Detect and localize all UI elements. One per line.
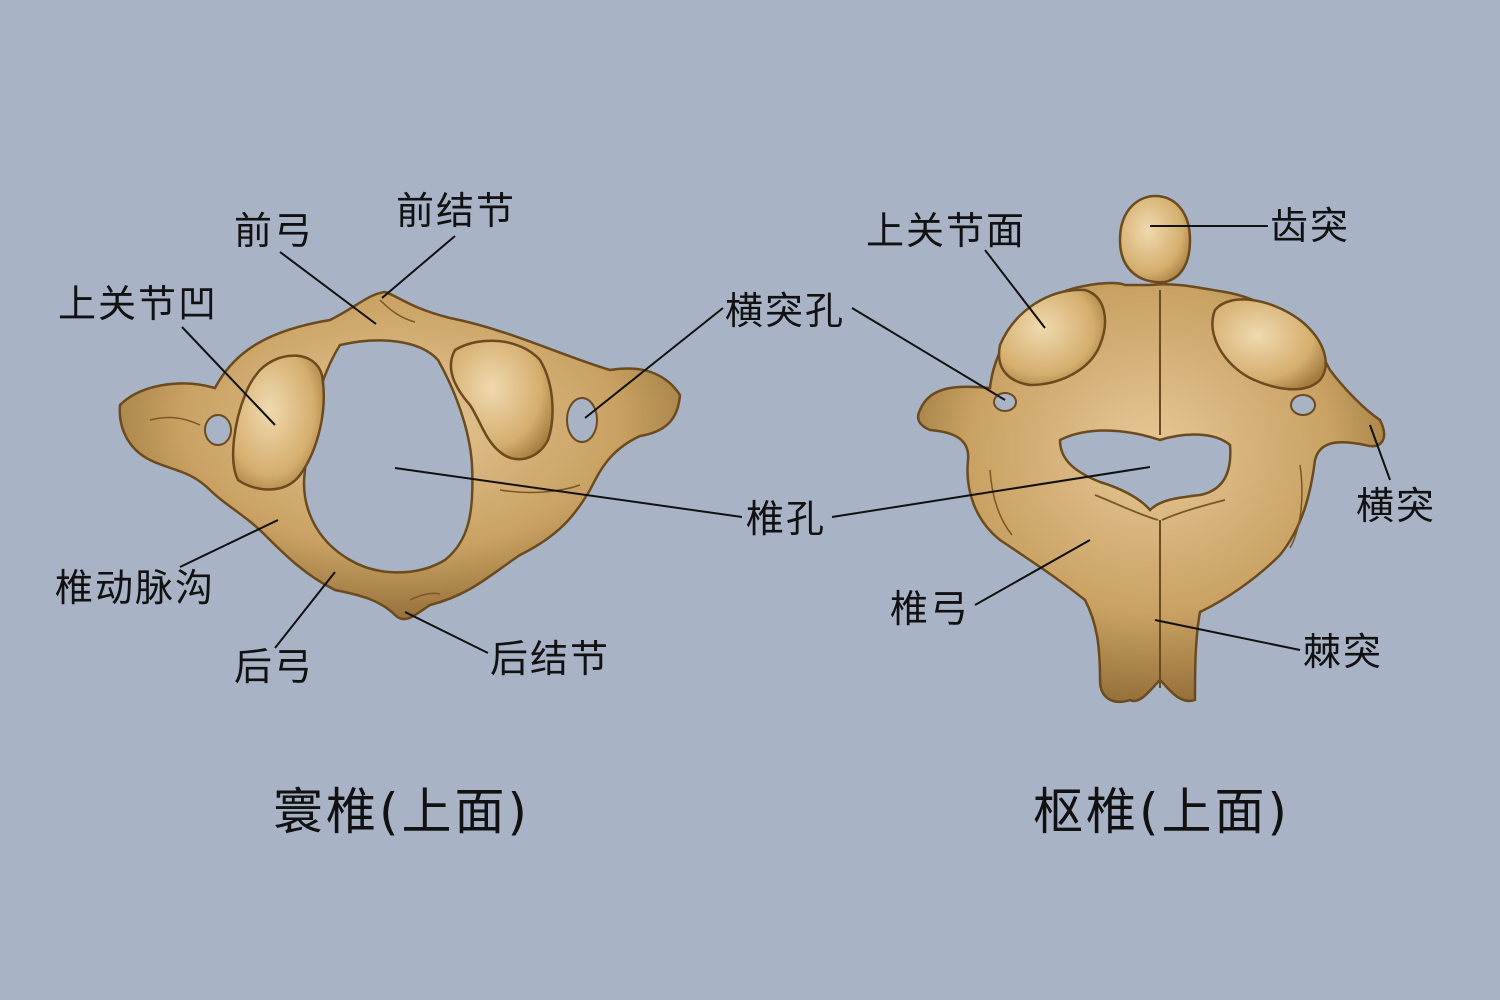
atlas-right-transverse-foramen xyxy=(566,397,598,443)
label-spinous-process: 棘突 xyxy=(1303,630,1384,674)
label-transverse-foramen: 横突孔 xyxy=(725,289,846,333)
label-transverse-process: 横突 xyxy=(1356,484,1437,528)
label-anterior-tubercle: 前结节 xyxy=(396,189,517,233)
label-posterior-arch: 后弓 xyxy=(234,645,315,689)
leader-lines xyxy=(179,225,1391,654)
leader-superior-articular-fossa xyxy=(181,326,276,426)
axis-right-facet xyxy=(1211,298,1327,391)
leader-transverse-foramen-axis xyxy=(851,307,1006,401)
caption-atlas: 寰椎(上面) xyxy=(273,783,531,841)
label-anterior-arch: 前弓 xyxy=(234,209,315,253)
label-superior-articular-surface: 上关节面 xyxy=(866,209,1027,253)
label-vertebral-artery-groove: 椎动脉沟 xyxy=(55,566,216,610)
atlas-left-fossa xyxy=(231,354,325,491)
label-superior-articular-fossa: 上关节凹 xyxy=(58,282,219,326)
leader-vertebral-artery-groove xyxy=(179,519,279,568)
leader-anterior-arch xyxy=(279,251,377,325)
leader-posterior-arch xyxy=(274,571,336,649)
leader-vertebral-foramen-atlas xyxy=(394,467,743,518)
leader-vertebral-foramen-axis xyxy=(831,466,1151,518)
axis-bone xyxy=(916,194,1386,704)
axis-right-transverse-foramen xyxy=(1290,394,1316,416)
label-vertebral-arch: 椎弓 xyxy=(890,587,971,631)
leader-transverse-foramen-atlas xyxy=(584,307,724,419)
axis-dens xyxy=(1118,194,1192,284)
atlas-left-transverse-foramen xyxy=(204,414,232,446)
atlas-bone xyxy=(118,290,682,621)
leader-superior-articular-surface xyxy=(984,249,1046,329)
atlas-vertebral-foramen xyxy=(302,339,474,574)
axis-vertebral-foramen xyxy=(1058,429,1232,512)
leader-posterior-tubercle xyxy=(404,611,489,654)
atlas-right-fossa xyxy=(449,339,554,461)
label-dens: 齿突 xyxy=(1270,204,1351,248)
leader-transverse-process xyxy=(1369,424,1391,481)
leader-spinous-process xyxy=(1154,619,1301,651)
leader-anterior-tubercle xyxy=(381,235,456,299)
axis-left-facet xyxy=(997,288,1107,387)
leader-vertebral-arch xyxy=(974,539,1091,606)
label-posterior-tubercle: 后结节 xyxy=(490,637,611,681)
label-vertebral-foramen: 椎孔 xyxy=(746,497,827,541)
caption-axis: 枢椎(上面) xyxy=(1033,783,1291,841)
